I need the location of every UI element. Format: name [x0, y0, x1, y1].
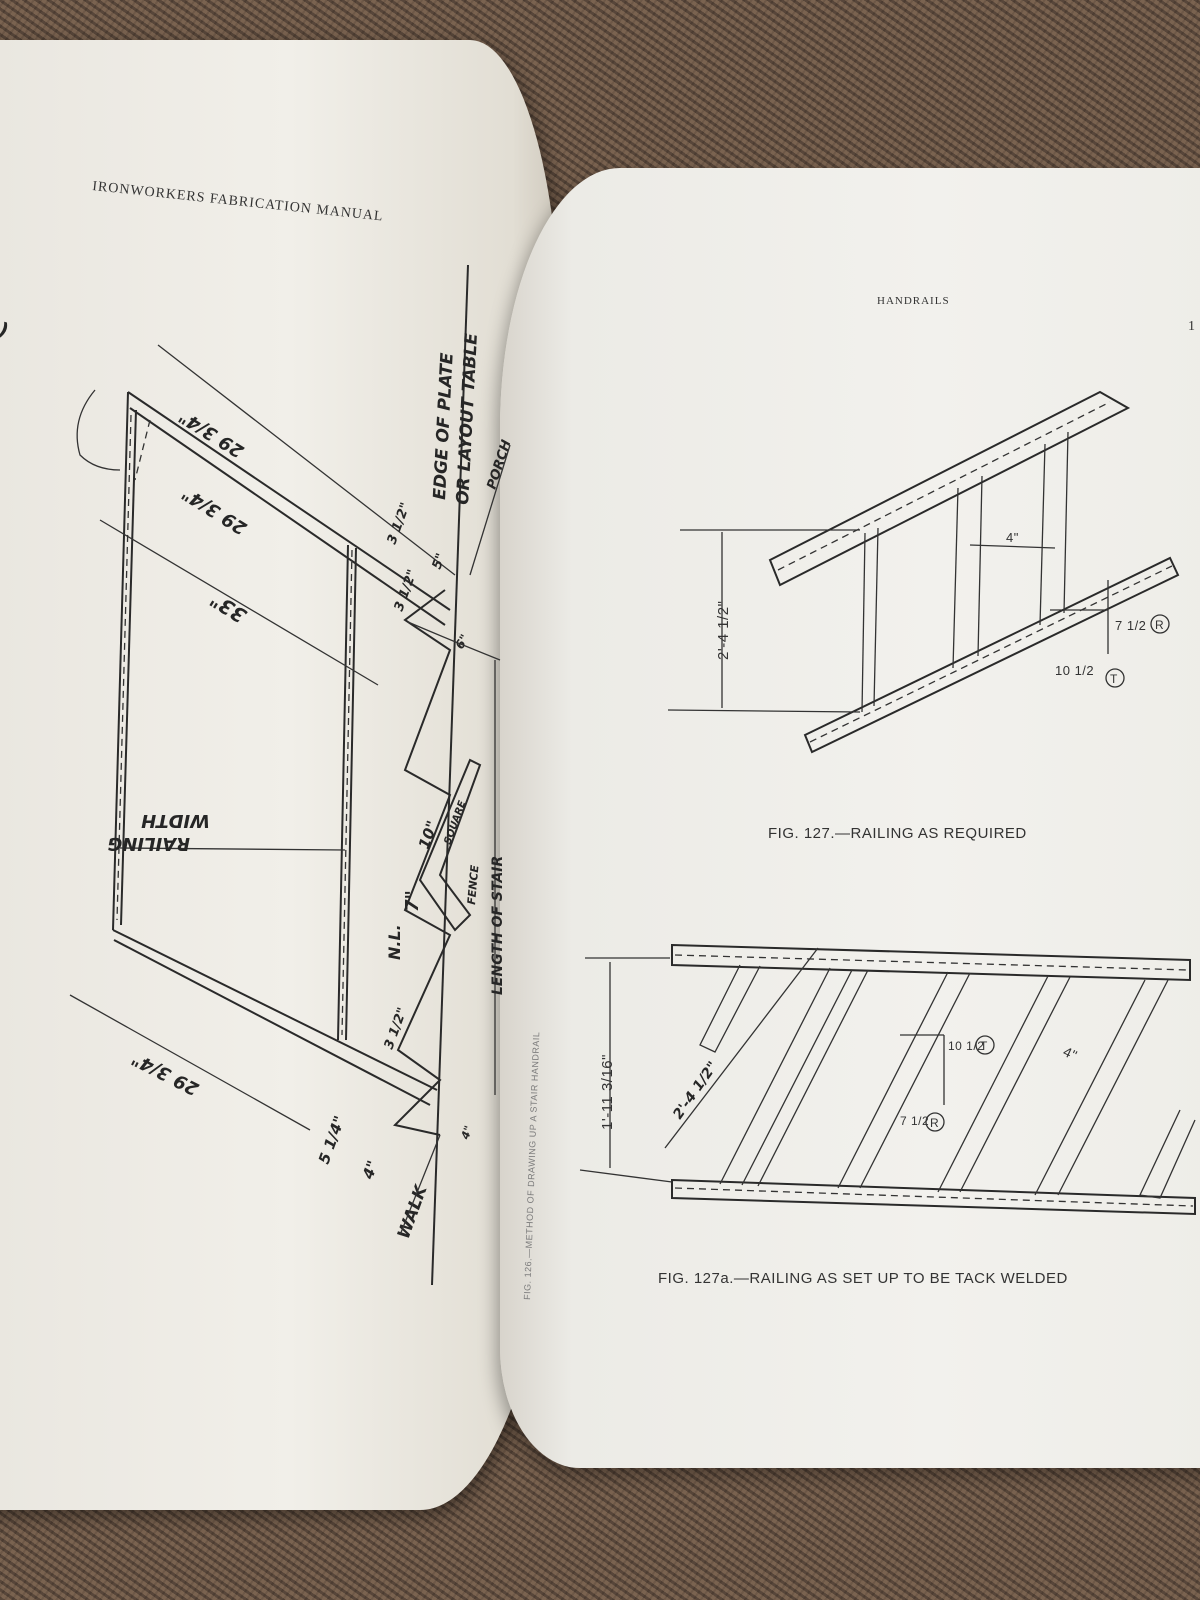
- right-post-dash: [341, 549, 353, 1036]
- fig127-rise-circle: [1150, 614, 1170, 634]
- porch-leader: [469, 444, 511, 576]
- fig127a-rise-mark: R: [930, 1116, 939, 1130]
- fig127-run-circle: [1105, 668, 1125, 688]
- fig127a-height: 1'-11 3/16": [599, 1054, 616, 1130]
- dim-line-span: [99, 519, 379, 686]
- fig127-run-mark: T: [1110, 672, 1118, 686]
- fig127-spacing: 4": [1006, 530, 1019, 545]
- fig127-rise: 7 1/2: [1115, 618, 1146, 633]
- width-label: WIDTH: [141, 810, 210, 831]
- stair-profile: [393, 589, 452, 1136]
- fig127a-drawing: [579, 943, 1196, 1216]
- dim-walk-b: 4": [359, 1158, 383, 1182]
- fig127-height: 2'-4 1/2": [715, 601, 732, 660]
- right-page: [500, 168, 1200, 1468]
- dim-top-inner: 29 3/4": [178, 482, 250, 538]
- right-post-inner: [345, 547, 357, 1041]
- fence-label: FENCE: [465, 864, 481, 905]
- edge-of-plate-line: [431, 264, 469, 1286]
- fig127-caption: FIG. 127.—RAILING AS REQUIRED: [768, 825, 1027, 842]
- fig127a-run: 10 1/2: [948, 1039, 984, 1053]
- left-post-dash: [116, 414, 132, 921]
- left-figure-caption: FIG. 126.—METHOD OF DRAWING UP A STAIR H…: [522, 1032, 541, 1301]
- fig127-run: 10 1/2: [1055, 663, 1094, 678]
- nl-label: N.L.: [385, 924, 404, 960]
- right-running-head: HANDRAILS: [877, 295, 950, 307]
- fig127a-rise: 7 1/2: [900, 1114, 929, 1128]
- dim-line-bottom: [69, 994, 311, 1131]
- dim-bottom: 29 3/4": [128, 1048, 202, 1100]
- bottom-rail-outer: [112, 929, 438, 1091]
- fig127a-run-circle: [975, 1035, 995, 1055]
- dim-walk-c: 4": [458, 1124, 475, 1142]
- left-post-outer: [112, 391, 129, 931]
- margin-brace: [76, 389, 121, 471]
- right-post-outer: [337, 544, 349, 1041]
- top-miter-dash: [134, 419, 151, 481]
- top-rail-inner: [129, 407, 446, 626]
- dim-walk-a: 5 1/4": [315, 1113, 349, 1166]
- fig127a-diag: 2'-4 1/2": [670, 1059, 721, 1123]
- fig127a-caption: FIG. 127a.—RAILING AS SET UP TO BE TACK …: [658, 1270, 1068, 1287]
- walk-leader: [399, 1134, 441, 1236]
- left-running-head: IRONWORKERS FABRICATION MANUAL: [92, 179, 385, 225]
- angle-arc: [407, 621, 501, 661]
- railing-label: RAILING: [108, 833, 191, 854]
- dim-line-top: [157, 344, 456, 576]
- dim-top-outer: 29 3/4": [175, 405, 247, 461]
- length-of-stair-label: LENGTH OF STAIR: [490, 856, 506, 995]
- fig127a-run-mark: T: [980, 1039, 988, 1053]
- right-page-number: 1: [1188, 319, 1196, 334]
- bottom-rail-inner: [113, 939, 431, 1106]
- steel-square: [418, 758, 482, 932]
- left-post-inner: [120, 409, 137, 926]
- fig127-rise-mark: R: [1155, 618, 1164, 632]
- top-rail-outer: [127, 391, 451, 611]
- dim-line-width: [119, 847, 346, 851]
- fig127a-spacing: 4": [1061, 1043, 1080, 1063]
- fig127-drawing: [667, 390, 1180, 754]
- walk-label: WALK: [394, 1181, 432, 1242]
- dim-bottom-rise: 3 1/2": [382, 1006, 411, 1052]
- fig127a-rise-circle: [925, 1112, 945, 1132]
- margin-note: (THIS (PRE: [0, 288, 11, 345]
- dim-span: 33": [205, 587, 250, 628]
- dim-step-run: 10": [415, 818, 442, 851]
- dim-porch: 5": [430, 551, 450, 571]
- dim-step-rise: 7": [402, 890, 423, 912]
